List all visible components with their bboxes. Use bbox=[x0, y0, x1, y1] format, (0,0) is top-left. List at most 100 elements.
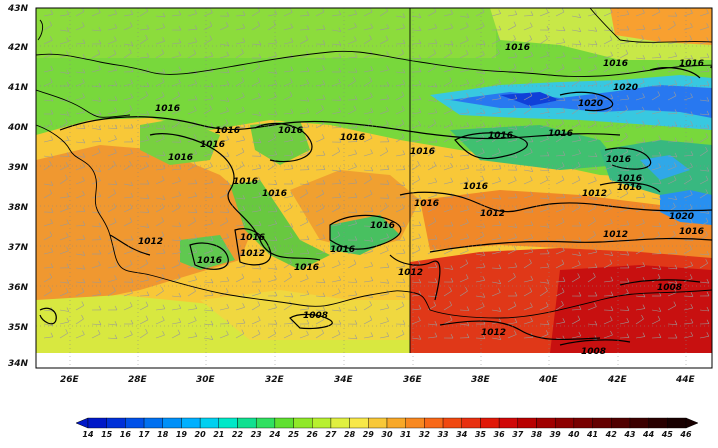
wind-barb bbox=[523, 169, 533, 172]
wind-barb bbox=[443, 236, 453, 241]
wind-barb-flag bbox=[466, 246, 469, 251]
wind-barb-flag bbox=[49, 273, 53, 278]
wind-barb-flag bbox=[162, 134, 165, 139]
wind-barb bbox=[299, 253, 310, 255]
wind-barb-flag bbox=[162, 195, 166, 200]
wind-barb bbox=[171, 82, 181, 87]
wind-barb-flag bbox=[98, 176, 101, 182]
wind-barb bbox=[571, 43, 582, 45]
wind-barb bbox=[555, 67, 565, 73]
wind-barb-flag bbox=[225, 245, 228, 250]
wind-barb bbox=[475, 54, 485, 59]
wind-barb-flag bbox=[513, 21, 517, 26]
isobar-label: 1016 bbox=[679, 59, 704, 69]
wind-barb-flag bbox=[370, 276, 374, 281]
wind-barb-flag bbox=[66, 50, 69, 55]
wind-barb bbox=[699, 253, 709, 256]
wind-barb bbox=[635, 150, 644, 157]
wind-barb bbox=[555, 263, 565, 269]
isobar-label: 1016 bbox=[414, 199, 439, 209]
wind-barb-flag bbox=[417, 175, 421, 180]
wind-barb bbox=[651, 123, 660, 129]
lat-label: 34N bbox=[8, 359, 29, 369]
wind-barb bbox=[203, 182, 213, 185]
wind-barb bbox=[523, 95, 533, 101]
wind-barb-flag bbox=[673, 20, 676, 26]
wind-barb bbox=[75, 155, 85, 158]
wind-barb-flag bbox=[193, 49, 197, 54]
wind-barb-flag bbox=[65, 329, 68, 334]
wind-barb-flag bbox=[322, 179, 326, 185]
wind-barb-flag bbox=[178, 248, 182, 253]
wind-barb-flag bbox=[146, 110, 150, 116]
wind-barb bbox=[619, 123, 629, 129]
wind-barb bbox=[171, 168, 181, 171]
wind-barb-flag bbox=[594, 40, 598, 45]
wind-barb-flag bbox=[114, 148, 117, 153]
med-yellow-field bbox=[200, 290, 410, 340]
wind-barb-flag bbox=[274, 320, 278, 325]
wind-barb bbox=[59, 41, 69, 45]
wind-barb bbox=[363, 81, 372, 87]
wind-barb bbox=[459, 154, 470, 157]
wind-barb-flag bbox=[514, 153, 518, 158]
wind-barb-flag bbox=[402, 320, 406, 325]
wind-barb-flag bbox=[433, 49, 436, 54]
wind-barb bbox=[155, 81, 165, 87]
wind-barb-flag bbox=[642, 66, 646, 71]
inland-green-3 bbox=[230, 180, 330, 270]
wind-barb-flag bbox=[321, 329, 324, 334]
wind-barb bbox=[123, 43, 133, 46]
wind-barb bbox=[155, 207, 165, 213]
wind-barb-flag bbox=[210, 122, 214, 128]
wind-barb-flag bbox=[562, 318, 566, 323]
colorbar-swatch bbox=[648, 417, 668, 429]
colorbar-swatch bbox=[498, 417, 519, 429]
wind-barb-flag bbox=[145, 315, 149, 320]
wind-barb-flag bbox=[113, 160, 116, 166]
wind-barb-flag bbox=[49, 21, 52, 26]
wind-barb bbox=[267, 71, 277, 74]
wind-barb-flag bbox=[466, 192, 470, 197]
colorbar-swatch bbox=[611, 417, 631, 429]
wind-barb-flag bbox=[418, 95, 422, 100]
wind-barb-flag bbox=[465, 36, 469, 41]
wind-barb bbox=[683, 155, 694, 157]
wind-barb bbox=[667, 41, 677, 45]
wind-barb bbox=[411, 152, 421, 157]
wind-barb-flag bbox=[242, 65, 245, 70]
wind-barb bbox=[75, 26, 85, 31]
wind-barb bbox=[667, 83, 677, 87]
wind-barb bbox=[123, 14, 133, 17]
wind-barb bbox=[267, 267, 277, 270]
wind-barb bbox=[155, 168, 165, 171]
wind-barb-flag bbox=[658, 249, 662, 254]
wind-barb bbox=[171, 308, 181, 311]
wind-barb-flag bbox=[290, 232, 293, 237]
grid bbox=[36, 8, 712, 368]
wind-barb-flag bbox=[338, 138, 342, 143]
wind-barb bbox=[667, 292, 677, 297]
wind-barb-flag bbox=[578, 221, 582, 227]
wind-barb bbox=[235, 81, 244, 87]
wind-barb bbox=[395, 333, 405, 339]
wind-barb bbox=[619, 14, 629, 17]
wind-barb bbox=[667, 234, 676, 241]
wind-barb bbox=[235, 307, 245, 311]
wind-barb bbox=[539, 323, 550, 325]
wind-barb bbox=[699, 127, 710, 129]
wind-barb bbox=[91, 141, 102, 143]
wind-barb-flag bbox=[290, 23, 293, 28]
wind-barb-flag bbox=[242, 37, 246, 43]
wind-barb-flag bbox=[98, 249, 102, 255]
wind-barb bbox=[587, 98, 597, 101]
wind-barb bbox=[555, 11, 565, 17]
isobar-label: 1016 bbox=[603, 59, 628, 69]
wind-barb bbox=[475, 225, 485, 228]
wind-barb-flag bbox=[594, 302, 597, 307]
wind-barb-flag bbox=[642, 8, 645, 14]
wind-barb bbox=[91, 29, 101, 32]
wind-barb-flag bbox=[561, 300, 564, 306]
wind-barb-flag bbox=[225, 288, 229, 293]
